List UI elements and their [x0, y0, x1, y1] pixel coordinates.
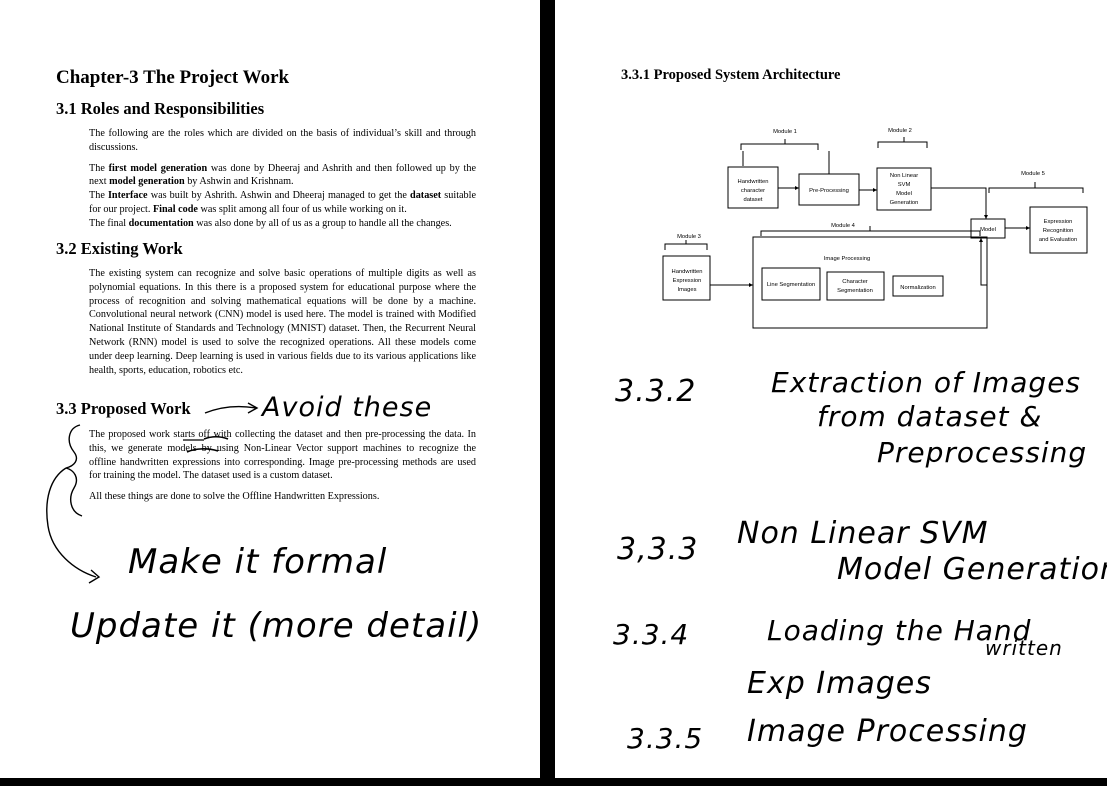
section-3-3-body: The proposed work starts off with collec…	[89, 428, 476, 504]
image-processing-label: Image Processing	[824, 256, 870, 262]
note-3-3-5-number: 3.3.5	[627, 722, 704, 755]
roles-interface-paragraph: The Interface was built by Ashrith. Ashw…	[89, 190, 476, 215]
existing-work-paragraph: The existing system can recognize and so…	[89, 268, 476, 376]
expression-eval-line3: and Evaluation	[1039, 237, 1077, 243]
module-3-label: Module 3	[677, 234, 701, 240]
note-3-3-4-text2: Exp Images	[747, 666, 932, 701]
note-3-3-3-text: Non Linear SVM	[737, 516, 989, 551]
model-label: Model	[980, 227, 996, 233]
handwritten-dataset-line3: dataset	[743, 197, 762, 203]
handwritten-expr-line1: Handwritten	[672, 269, 703, 275]
document-page-left: Chapter-3 The Project Work 3.1 Roles and…	[0, 0, 540, 778]
roles-documentation-paragraph: The final documentation was also done by…	[89, 217, 452, 229]
annotation-update-detail: Update it (more detail)	[70, 606, 483, 646]
note-3-3-2-text2: from dataset &	[817, 400, 1043, 433]
handwritten-dataset-line1: Handwritten	[738, 179, 769, 185]
note-3-3-5-text: Image Processing	[747, 714, 1028, 749]
handwritten-expr-line3: Images	[677, 287, 696, 293]
preprocessing-label: Pre-Processing	[809, 188, 849, 194]
char-seg-line2: Segmentation	[837, 288, 873, 294]
normalization-label: Normalization	[900, 285, 935, 291]
svm-line3: Model	[896, 191, 912, 197]
module-1-label: Module 1	[773, 129, 797, 135]
section-3-2-body: The existing system can recognize and so…	[89, 267, 476, 377]
section-3-2-title: 3.2 Existing Work	[56, 239, 183, 258]
note-3-3-4-number: 3.3.4	[613, 618, 690, 651]
section-3-1-body: The following are the roles which are di…	[89, 127, 476, 231]
handwritten-dataset-line2: character	[741, 188, 765, 194]
svm-line2: SVM	[898, 182, 911, 188]
roles-model-paragraph: The first model generation was done by D…	[89, 162, 476, 188]
section-3-1-title: 3.1 Roles and Responsibilities	[56, 99, 265, 118]
note-3-3-2-number: 3.3.2	[615, 374, 697, 409]
module-2-label: Module 2	[888, 128, 912, 134]
svm-line4: Generation	[890, 200, 919, 206]
svm-line1: Non Linear	[890, 173, 918, 179]
note-3-3-2-text3: Preprocessing	[877, 436, 1088, 469]
expression-eval-line1: Expression	[1044, 219, 1073, 225]
document-page-right: 3.3.1 Proposed System Architecture	[555, 0, 1107, 778]
chapter-title: Chapter-3 The Project Work	[56, 67, 290, 88]
roles-intro: The following are the roles which are di…	[89, 128, 476, 153]
annotation-strokes	[46, 402, 259, 584]
note-3-3-3-text2: Model Generation	[837, 552, 1107, 587]
proposed-work-paragraph: The proposed work starts off with collec…	[89, 429, 476, 482]
expression-eval-line2: Recognition	[1043, 228, 1074, 234]
line-segmentation-label: Line Segmentation	[767, 282, 815, 288]
note-3-3-4-superscript: written	[985, 636, 1063, 660]
module-4-label: Module 4	[831, 223, 856, 229]
note-3-3-4-text: Loading the Hand	[767, 614, 1032, 647]
annotation-avoid-these: Avoid these	[262, 392, 433, 423]
annotation-make-formal: Make it formal	[128, 542, 388, 582]
architecture-heading: 3.3.1 Proposed System Architecture	[621, 67, 841, 83]
note-3-3-2-text: Extraction of Images	[771, 366, 1082, 399]
module-5-label: Module 5	[1021, 171, 1045, 177]
note-3-3-3-number: 3,3.3	[617, 532, 699, 567]
handwritten-expr-line2: Expression	[673, 278, 702, 284]
proposed-work-summary: All these things are done to solve the O…	[89, 491, 380, 503]
architecture-diagram: Module 1 Module 2 Module 3 Module 4 Modu…	[662, 128, 1088, 329]
char-seg-line1: Character	[842, 279, 868, 285]
section-3-3-title: 3.3 Proposed Work	[56, 399, 191, 418]
